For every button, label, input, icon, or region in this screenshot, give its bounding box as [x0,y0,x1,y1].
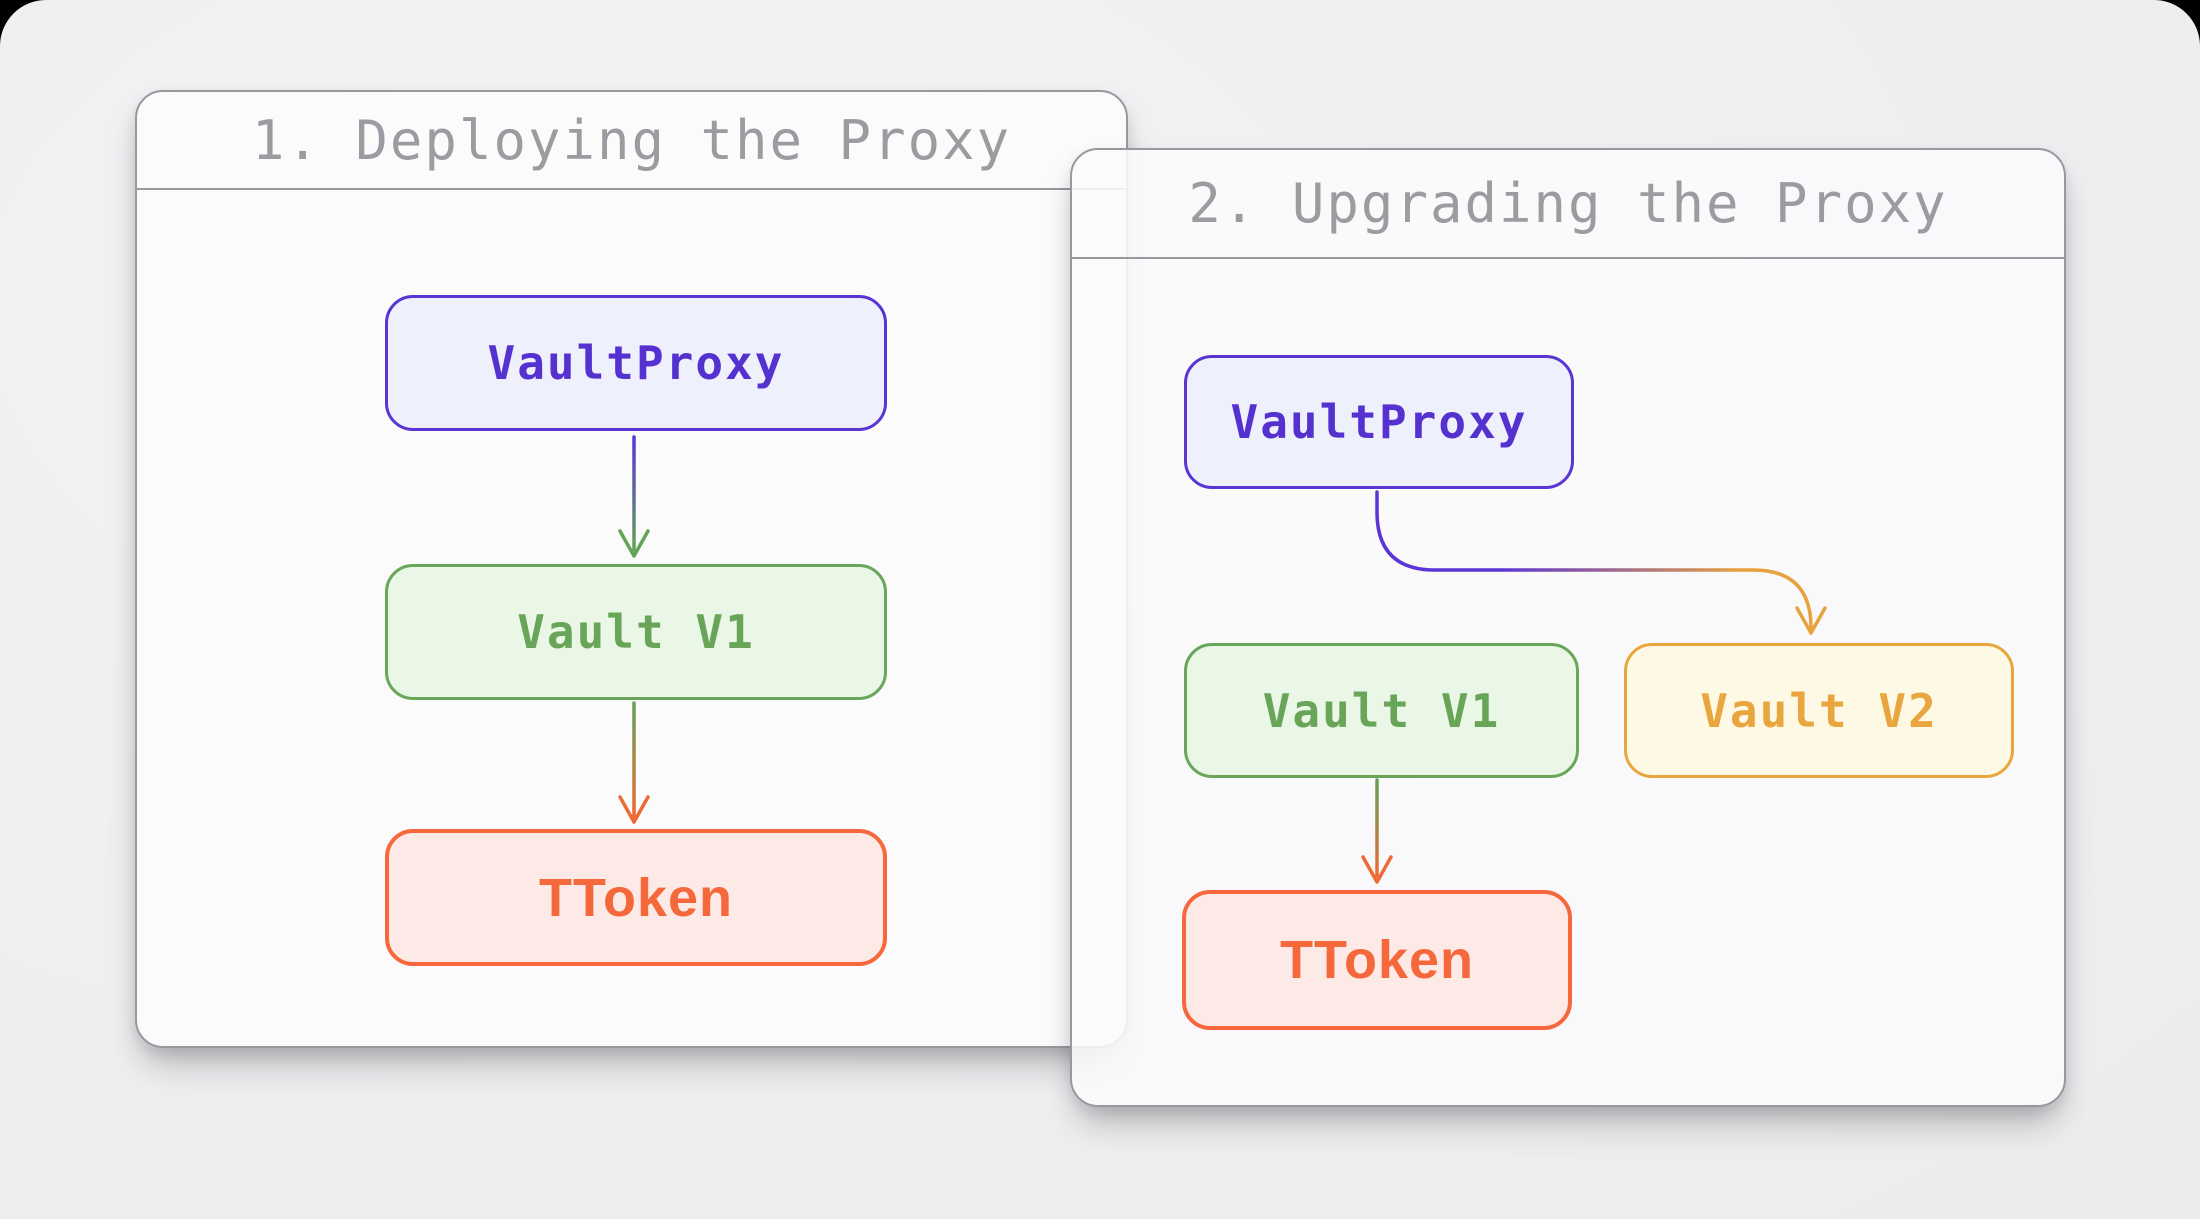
node-ttoken-deploy: TToken [385,829,887,966]
node-vaultproxy-deploy: VaultProxy [385,295,887,431]
panel-deploying-header: 1. Deploying the Proxy [137,92,1126,190]
node-vaultv1-upgrade-label: Vault V1 [1262,683,1501,738]
node-vaultproxy-upgrade: VaultProxy [1184,355,1574,489]
node-vaultv1-deploy: Vault V1 [385,564,887,700]
node-ttoken-deploy-label: TToken [539,867,733,928]
panel-upgrading-title: 2. Upgrading the Proxy [1188,172,1948,235]
node-vaultproxy-deploy-label: VaultProxy [487,336,785,390]
panel-deploying-title: 1. Deploying the Proxy [251,108,1012,172]
node-vaultv2-upgrade-label: Vault V2 [1700,683,1938,738]
node-vaultproxy-upgrade-label: VaultProxy [1230,395,1528,449]
panel-upgrading-header: 2. Upgrading the Proxy [1072,150,2064,259]
panel-upgrading-the-proxy: 2. Upgrading the Proxy VaultProxy Vault … [1070,148,2066,1107]
node-ttoken-upgrade-label: TToken [1280,930,1474,990]
panel-deploying-the-proxy: 1. Deploying the Proxy VaultProxy Vault … [135,90,1128,1048]
node-ttoken-upgrade: TToken [1182,890,1572,1030]
node-vaultv2-upgrade: Vault V2 [1624,643,2014,778]
node-vaultv1-upgrade: Vault V1 [1184,643,1579,778]
node-vaultv1-deploy-label: Vault V1 [517,605,755,659]
